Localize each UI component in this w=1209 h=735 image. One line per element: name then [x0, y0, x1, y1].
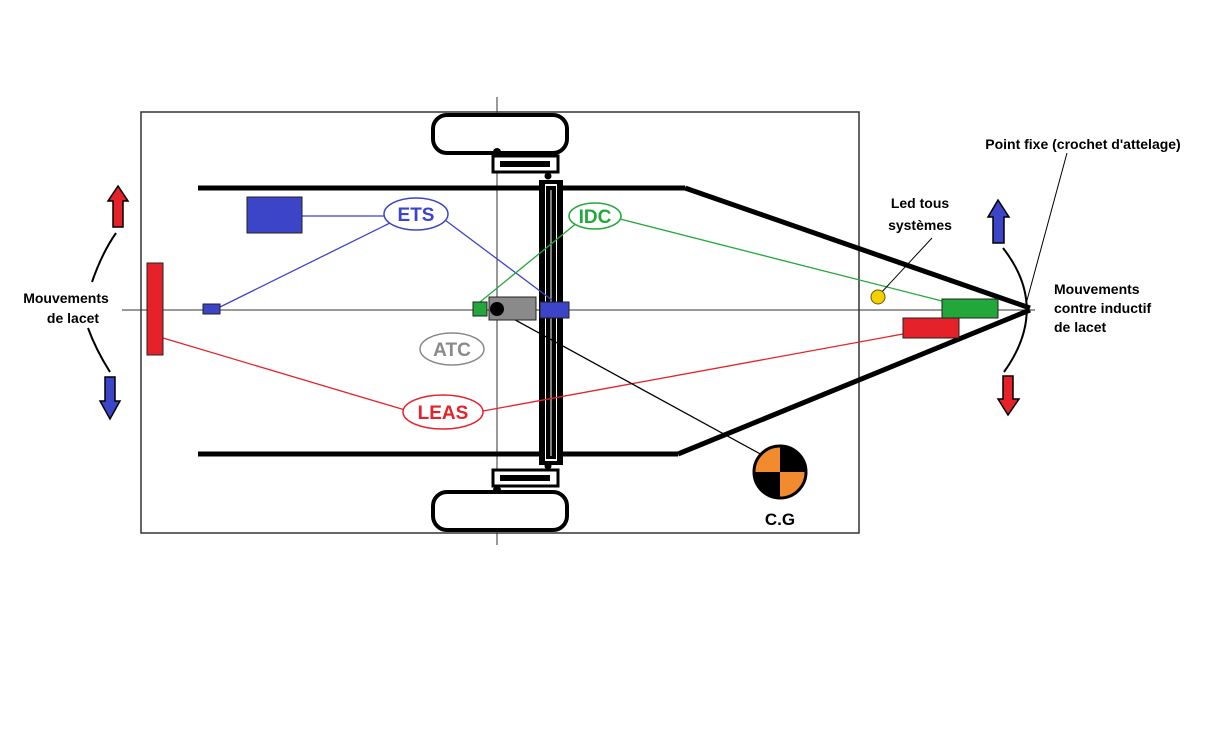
axle [539, 180, 563, 465]
cg-label: C.G [765, 510, 795, 529]
arrow-down-icon [996, 375, 1021, 417]
led-pointer [879, 237, 933, 295]
counter-yaw-label-line3: de lacet [1054, 319, 1106, 335]
leas-bubble: LEAS [402, 394, 484, 430]
idc-label: IDC [579, 207, 612, 228]
led-label-line1: Led tous [891, 195, 950, 211]
ets-bubble: ETS [383, 197, 449, 231]
idc-links [479, 218, 943, 303]
ets-label: ETS [398, 205, 435, 226]
atc-pivot [490, 302, 504, 316]
yaw-curve-left-bottom [87, 327, 111, 373]
atc-bubble: ATC [419, 332, 485, 366]
idc-unit-rear [941, 298, 999, 319]
arrow-up-icon [986, 198, 1011, 244]
point-fixe-pointer [1025, 152, 1068, 305]
wheel-top [431, 113, 569, 180]
led-indicator [870, 289, 886, 305]
arrow-down-icon [98, 376, 122, 421]
counter-yaw-label-line1: Mouvements [1054, 281, 1140, 297]
leas-label: LEAS [418, 403, 469, 424]
ets-links [217, 215, 553, 309]
leas-actuator-front [146, 262, 164, 356]
ets-sensor-axle [539, 301, 570, 319]
leas-unit-rear [902, 317, 960, 339]
chassis [198, 185, 1031, 457]
yaw-label-line1: Mouvements [23, 290, 109, 306]
ets-control-unit [246, 196, 303, 234]
yaw-curve-left-top [91, 232, 117, 283]
ets-sensor-front [202, 303, 221, 315]
yaw-label-line2: de lacet [47, 310, 99, 326]
frame-border [140, 111, 860, 534]
wheel-bottom [431, 462, 569, 532]
arrow-up-icon [106, 184, 130, 228]
counter-yaw-label-line2: contre inductif [1054, 300, 1152, 316]
leas-links [162, 333, 904, 412]
idc-sensor-axle [472, 301, 488, 317]
atc-label: ATC [433, 340, 471, 361]
idc-bubble: IDC [568, 202, 622, 230]
counter-yaw-curve [1002, 247, 1028, 373]
center-of-gravity-icon [752, 444, 808, 500]
point-fixe-label: Point fixe (crochet d'attelage) [985, 136, 1180, 152]
led-label-line2: systèmes [888, 217, 952, 233]
cg-link [496, 309, 776, 463]
